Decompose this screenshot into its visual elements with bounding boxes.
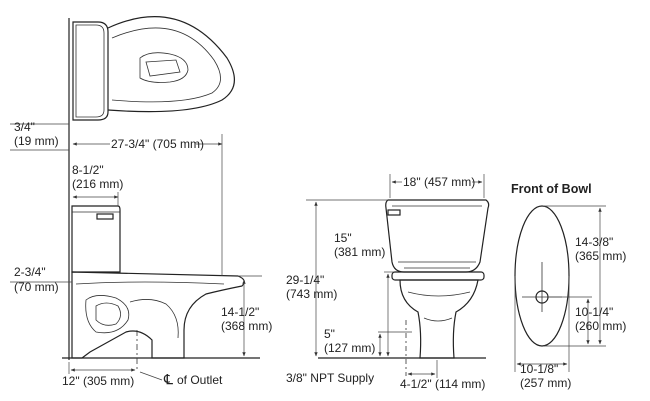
tank-side-view	[71, 205, 121, 273]
front-dimensions: 18" (457 mm) 29-1/4" (743 mm) 15" (381 m…	[286, 174, 485, 391]
overall-height-mm: (743 mm)	[286, 287, 337, 301]
rim-height-in: 14-1/2"	[221, 305, 259, 319]
bowl-front-view	[399, 279, 479, 359]
bowl-length-mm: (365 mm)	[575, 249, 626, 263]
bowl-side-view	[71, 271, 245, 359]
supply-height-in: 2-3/4"	[14, 265, 46, 279]
outlet-label: of Outlet	[177, 373, 223, 387]
trip-lever	[387, 209, 401, 216]
tank-depth-in: 8-1/2"	[72, 163, 104, 177]
bowl-width-in: 10-1/8"	[520, 362, 558, 376]
flush-handle	[96, 213, 114, 220]
side-view	[62, 205, 260, 372]
supply-type-label: 3/8" NPT Supply	[286, 371, 374, 385]
bowl-front-mm: (260 mm)	[575, 319, 626, 333]
top-gap-in: 3/4"	[14, 120, 35, 134]
rough-in-label: 12" (305 mm)	[62, 374, 134, 388]
seat-front-view	[391, 271, 485, 281]
front-of-bowl-title: Front of Bowl	[511, 182, 592, 196]
seat-top-view	[107, 16, 235, 113]
supply-height-mm: (70 mm)	[14, 280, 59, 294]
supply-from-floor-in: 5"	[324, 327, 335, 341]
bowl-width-mm: (257 mm)	[520, 376, 571, 390]
front-view	[318, 199, 490, 376]
tank-depth-mm: (216 mm)	[72, 177, 123, 191]
side-dimensions: 3/4" (19 mm) 27-3/4" (705 mm) 8-1/2" (21…	[10, 120, 272, 388]
tank-width-label: 18" (457 mm)	[403, 175, 475, 189]
supply-from-floor-mm: (127 mm)	[324, 341, 375, 355]
centerline-symbol: ℄	[163, 371, 173, 387]
top-view	[68, 16, 235, 360]
overall-height-in: 29-1/4"	[286, 273, 324, 287]
depth-label: 27-3/4" (705 mm)	[111, 137, 204, 151]
seat-height-mm: (381 mm)	[334, 245, 385, 259]
supply-offset-label: 4-1/2" (114 mm)	[400, 377, 485, 391]
bowl-opening	[139, 52, 189, 83]
tank-front-view	[385, 199, 490, 273]
tank-top-view	[72, 21, 109, 121]
bowl-front-in: 10-1/4"	[575, 305, 613, 319]
rim-height-mm: (368 mm)	[221, 319, 272, 333]
bowl-dimensions: 14-3/8" (365 mm) 10-1/4" (260 mm) 10-1/8…	[514, 205, 626, 390]
bowl-length-in: 14-3/8"	[575, 235, 613, 249]
seat-height-in: 15"	[334, 231, 352, 245]
top-gap-mm: (19 mm)	[14, 134, 59, 148]
